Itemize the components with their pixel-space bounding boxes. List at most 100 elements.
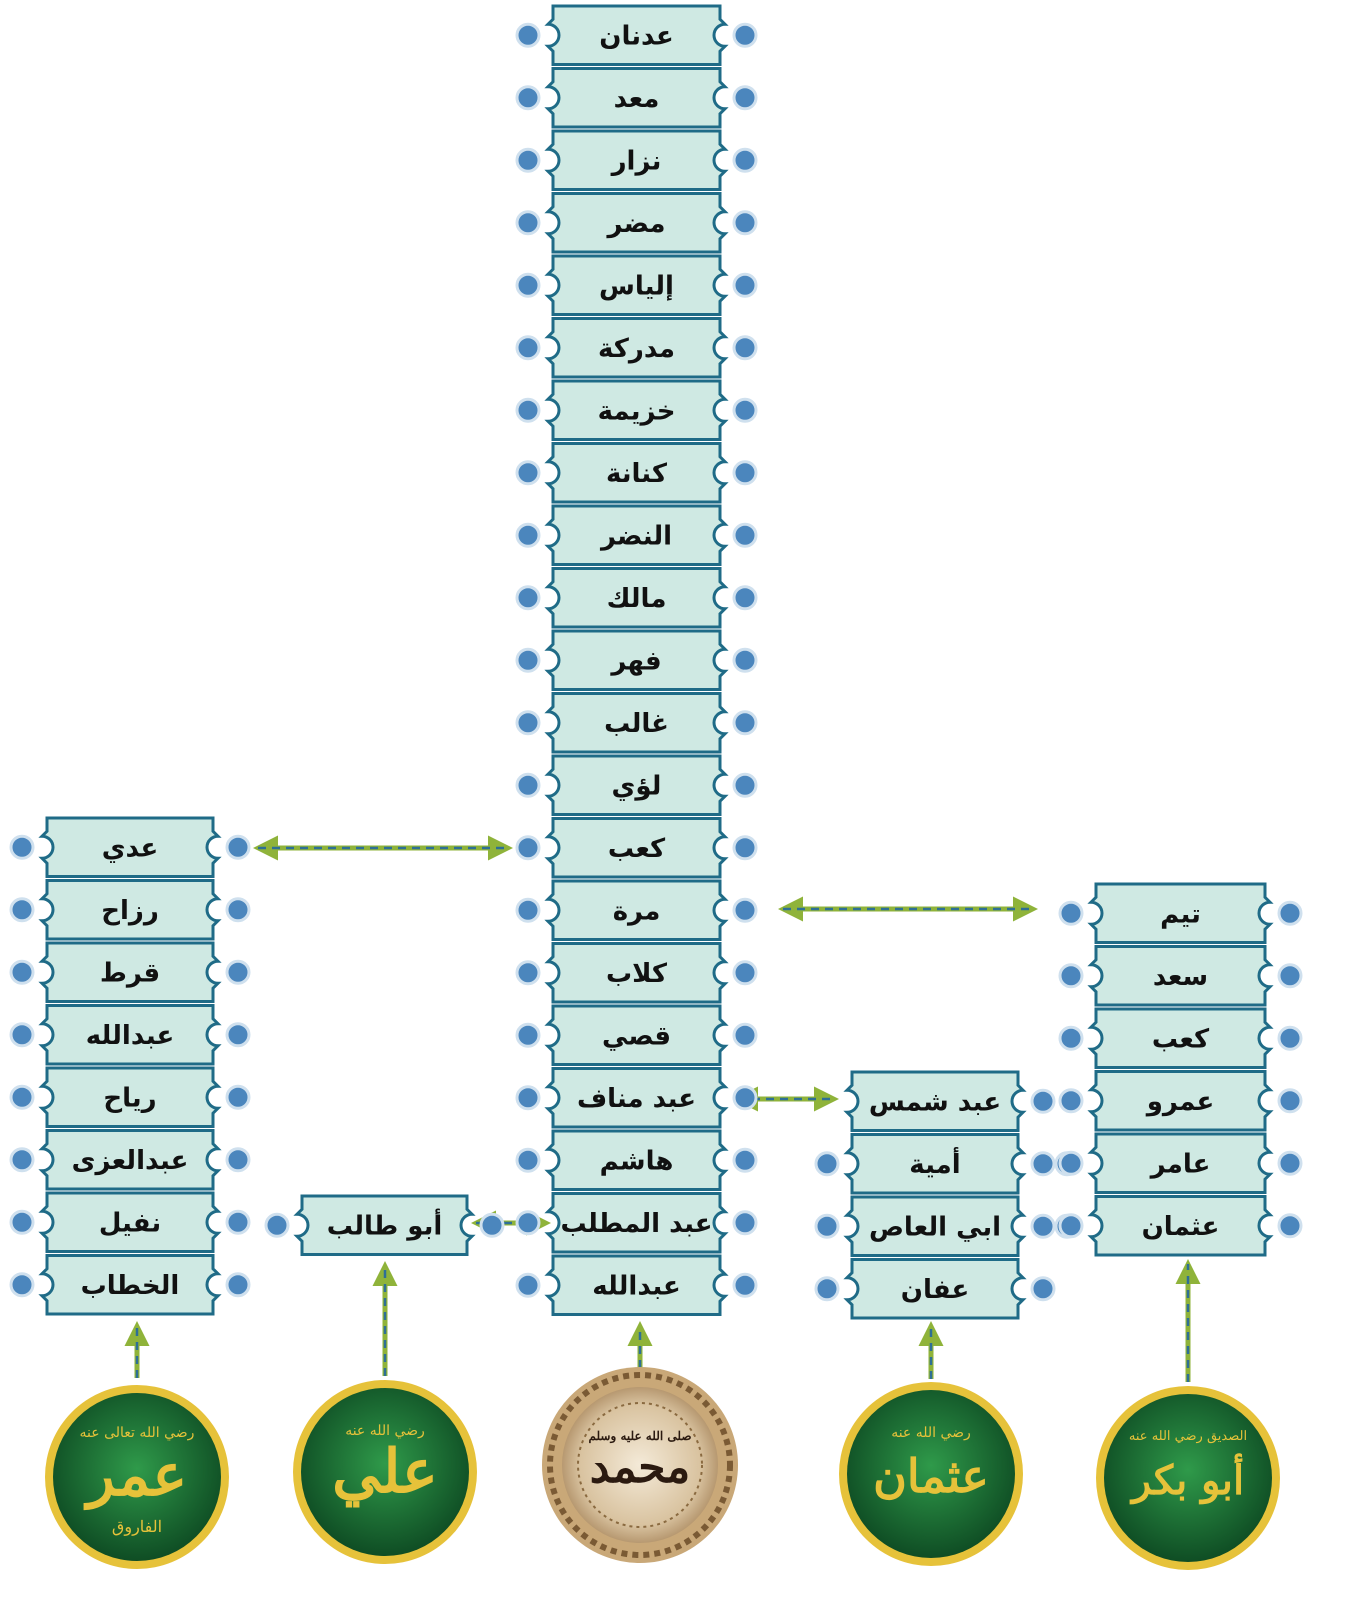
connector-dot — [732, 835, 758, 861]
node-label: عبدالعزى — [72, 1146, 189, 1176]
connector-dot — [515, 147, 541, 173]
node-box — [544, 192, 729, 254]
connector-dot — [732, 210, 758, 236]
abubakr-line-node: عامر — [1058, 1132, 1303, 1194]
connector-dot — [515, 960, 541, 986]
node-label: رياح — [103, 1083, 156, 1113]
node-box — [293, 1194, 476, 1256]
node-label: مرة — [613, 896, 661, 926]
main-node: كلاب — [515, 942, 758, 1004]
medallion-abubakr-main: أبو بكر — [1129, 1452, 1244, 1505]
connector-dot — [515, 835, 541, 861]
node-box — [544, 1004, 729, 1066]
node-box — [544, 1129, 729, 1191]
connector-dot — [515, 460, 541, 486]
node-box — [1087, 1007, 1274, 1069]
connector-dot — [732, 897, 758, 923]
connector-dot — [732, 1147, 758, 1173]
node-box — [1087, 1132, 1274, 1194]
main-node: إلياس — [515, 254, 758, 316]
medallion-umar-extra: الفاروق — [112, 1517, 162, 1536]
connector-dot — [515, 1210, 541, 1236]
connector-dot — [225, 1272, 251, 1298]
connector-dot — [732, 22, 758, 48]
node-box — [38, 1066, 222, 1128]
uthman-line-node: عبد شمس — [843, 1070, 1056, 1132]
connector-dot — [732, 772, 758, 798]
connector-dot — [515, 1272, 541, 1298]
node-box — [38, 879, 222, 941]
main-node: مالك — [515, 567, 758, 629]
umar-line-node: عدي — [9, 816, 251, 878]
connector-dot — [814, 1276, 840, 1302]
abubakr-line-node: تيم — [1058, 882, 1303, 944]
node-label: عبدالله — [86, 1021, 174, 1051]
node-box — [544, 879, 729, 941]
node-label: عمرو — [1145, 1087, 1215, 1117]
medallion-muhammad-main: محمد — [590, 1442, 691, 1493]
node-label: قصي — [602, 1021, 671, 1051]
node-box — [544, 567, 729, 629]
node-box — [38, 816, 222, 878]
connector-dot — [732, 960, 758, 986]
node-box — [544, 817, 729, 879]
medallion-umar: عمر رضي الله تعالى عنه الفاروق — [45, 1385, 229, 1569]
connector-dot — [732, 1210, 758, 1236]
node-box — [544, 1192, 729, 1254]
connector-dot — [515, 1085, 541, 1111]
main-node: نزار — [515, 129, 758, 191]
connector-dot — [515, 772, 541, 798]
main-node: مضر — [515, 192, 758, 254]
connector-dot — [1277, 1088, 1303, 1114]
node-label: كلاب — [606, 959, 668, 989]
nodes: عدنانمعدنزارمضرإلياسمدركةخزيمةكنانةالنضر… — [9, 4, 1303, 1320]
main-node: معد — [515, 67, 758, 129]
connector-dot — [732, 522, 758, 548]
main-node: مرة — [515, 879, 758, 941]
node-label: عثمان — [1142, 1212, 1220, 1242]
node-label: لؤي — [612, 771, 662, 801]
connector-dot — [225, 834, 251, 860]
node-label: عفان — [901, 1275, 969, 1305]
node-label: عبدالله — [592, 1271, 680, 1301]
connector-dot — [9, 959, 35, 985]
connector-dot — [732, 272, 758, 298]
main-node: عدنان — [515, 4, 758, 66]
medallion-umar-sub: رضي الله تعالى عنه — [80, 1425, 195, 1441]
abubakr-line-node: كعب — [1058, 1007, 1303, 1069]
connector-dot — [515, 1022, 541, 1048]
connector-dot — [732, 1272, 758, 1298]
connector-dot — [515, 22, 541, 48]
umar-line-node: رياح — [9, 1066, 251, 1128]
node-label: عبد المطلب — [560, 1209, 712, 1239]
connector-dot — [515, 210, 541, 236]
main-node: عبد مناف — [515, 1067, 758, 1129]
node-label: فهر — [609, 646, 661, 676]
connector-dot — [225, 897, 251, 923]
node-label: النضر — [599, 521, 672, 551]
node-box — [1087, 882, 1274, 944]
node-label: أبو طالب — [327, 1208, 443, 1241]
node-label: كعب — [608, 834, 666, 864]
medallion-abubakr-sub: الصديق رضي الله عنه — [1129, 1429, 1247, 1444]
uthman-line-node: عفان — [814, 1258, 1056, 1320]
main-node: عبدالله — [515, 1254, 758, 1316]
connector-dot — [1277, 1025, 1303, 1051]
node-label: مدركة — [598, 334, 675, 364]
connector-dot — [515, 335, 541, 361]
abubakr-line-node: عمرو — [1058, 1070, 1303, 1132]
main-node: النضر — [515, 504, 758, 566]
abubakr-line-node: سعد — [1058, 945, 1303, 1007]
connector-dot — [732, 397, 758, 423]
node-box — [1087, 1195, 1274, 1257]
uthman-line-node: أمية — [814, 1133, 1080, 1195]
node-label: كنانة — [606, 459, 668, 489]
umar-line-node: نفيل — [9, 1191, 251, 1253]
connector-dot — [515, 585, 541, 611]
main-node: عبد المطلب — [515, 1192, 758, 1254]
connector-dot — [479, 1212, 505, 1238]
node-box — [544, 1254, 729, 1316]
node-box — [544, 754, 729, 816]
umar-line-node: قرط — [9, 941, 251, 1003]
